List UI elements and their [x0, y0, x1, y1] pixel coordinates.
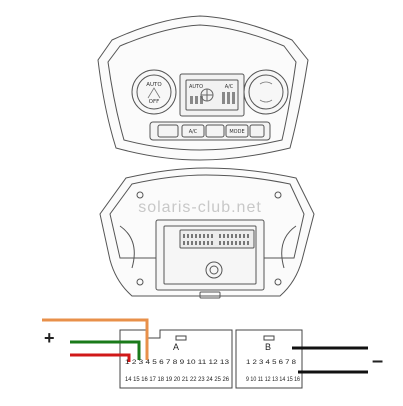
pin-row-a-top: 1 2 3 4 5 6 7 8 9 10 11 12 13 [125, 359, 230, 366]
knob-indicator-icons [147, 81, 273, 103]
section-b-label: B [265, 342, 271, 352]
plus-sign: + [44, 328, 55, 348]
mode-button-label: MODE [229, 129, 244, 135]
display-segments [190, 92, 235, 104]
minus-sign: – [372, 350, 383, 372]
front-control-panel [97, 15, 309, 161]
pin-row-b-top: 1 2 3 4 5 6 7 8 [246, 359, 297, 366]
display-label-right: A/C [225, 84, 234, 90]
section-a-label: A [173, 342, 179, 352]
rear-control-panel [99, 167, 315, 299]
display-label-left: AUTO [189, 84, 203, 90]
pin-row-b-bottom: 9 10 11 12 13 14 15 16 [246, 376, 300, 383]
wire-green [70, 340, 141, 360]
fan-icon [200, 88, 214, 102]
watermark-text: solaris-club.net [138, 199, 262, 216]
left-knob-bottom-label: OFF [149, 99, 160, 105]
left-knob-top-label: AUTO [146, 82, 162, 88]
rear-connector-pins [183, 234, 249, 245]
pin-row-a-bottom: 14 15 16 17 18 19 20 21 22 23 24 25 26 [125, 376, 230, 383]
ac-button-label: A/C [189, 129, 198, 135]
wire-red [70, 353, 131, 362]
wire-orange [42, 318, 149, 360]
